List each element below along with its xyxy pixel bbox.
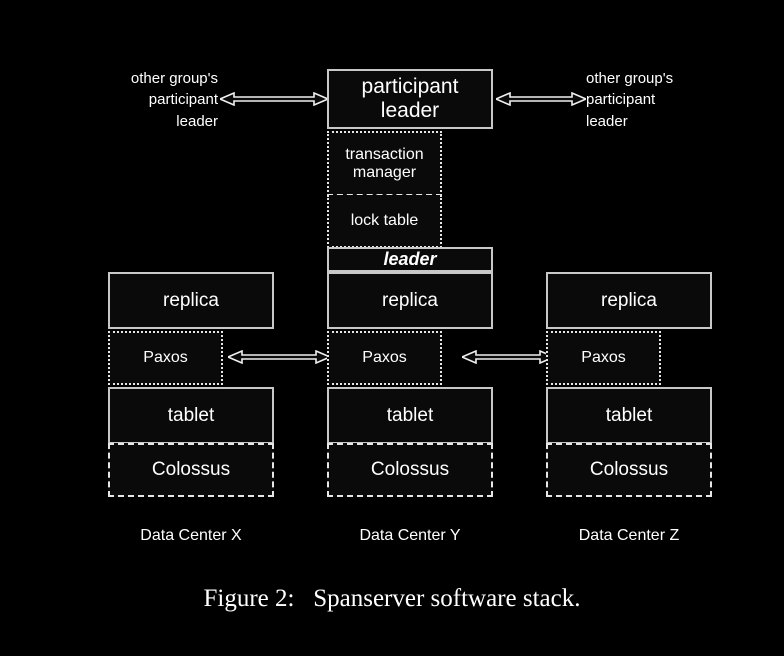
left-replica-label: replica bbox=[163, 289, 219, 311]
center-replica-label: replica bbox=[382, 289, 438, 311]
figure-caption-text: Spanserver software stack. bbox=[313, 585, 581, 612]
center-participant-leader-box[interactable]: participant leader bbox=[327, 69, 493, 129]
center-leader-banner-label: leader bbox=[383, 249, 437, 270]
center-participant-leader-label: participant leader bbox=[361, 75, 459, 122]
right-colossus-box[interactable]: Colossus bbox=[546, 443, 712, 497]
center-tablet-label: tablet bbox=[386, 404, 434, 426]
datacenter-label-x: Data Center X bbox=[140, 527, 242, 544]
right-colossus-label: Colossus bbox=[589, 459, 669, 481]
right-paxos-label: Paxos bbox=[581, 349, 626, 367]
center-replica-box[interactable]: replica bbox=[327, 272, 493, 329]
left-tablet-label: tablet bbox=[167, 404, 215, 426]
left-colossus-box[interactable]: Colossus bbox=[108, 443, 274, 497]
left-tablet-box[interactable]: tablet bbox=[108, 387, 274, 444]
center-tablet-box[interactable]: tablet bbox=[327, 387, 493, 444]
center-colossus-label: Colossus bbox=[370, 459, 450, 481]
right-tablet-box[interactable]: tablet bbox=[546, 387, 712, 444]
center-paxos-box[interactable]: Paxos bbox=[327, 331, 442, 385]
arrow-right-participant bbox=[496, 92, 586, 106]
datacenter-label-y: Data Center Y bbox=[359, 527, 461, 544]
label-other-group-participant-leader-right: other group's participant leader bbox=[586, 70, 674, 130]
center-transaction-manager-label: transaction manager bbox=[345, 145, 424, 181]
arrow-paxos-x-y bbox=[228, 350, 330, 364]
figure-caption-label: Figure 2: bbox=[203, 585, 295, 612]
center-lock-table-label: lock table bbox=[350, 211, 419, 229]
left-colossus-label: Colossus bbox=[151, 459, 231, 481]
right-replica-label: replica bbox=[601, 289, 657, 311]
center-transaction-manager-box[interactable]: transaction manager bbox=[327, 131, 442, 196]
label-other-group-participant-leader-left: other group's participant leader bbox=[130, 70, 218, 130]
right-tablet-label: tablet bbox=[605, 404, 653, 426]
right-paxos-box[interactable]: Paxos bbox=[546, 331, 661, 385]
figure-caption: Figure 2: Spanserver software stack. bbox=[0, 585, 784, 613]
arrow-left-participant bbox=[220, 92, 328, 106]
left-paxos-label: Paxos bbox=[143, 349, 188, 367]
center-leader-banner: leader bbox=[327, 247, 493, 272]
datacenter-label-z: Data Center Z bbox=[578, 527, 680, 544]
center-colossus-box[interactable]: Colossus bbox=[327, 443, 493, 497]
right-replica-box[interactable]: replica bbox=[546, 272, 712, 329]
left-paxos-box[interactable]: Paxos bbox=[108, 331, 223, 385]
left-replica-box[interactable]: replica bbox=[108, 272, 274, 329]
center-paxos-label: Paxos bbox=[362, 349, 407, 367]
center-lock-table-box[interactable]: lock table bbox=[327, 195, 442, 248]
arrow-paxos-y-z bbox=[462, 350, 554, 364]
